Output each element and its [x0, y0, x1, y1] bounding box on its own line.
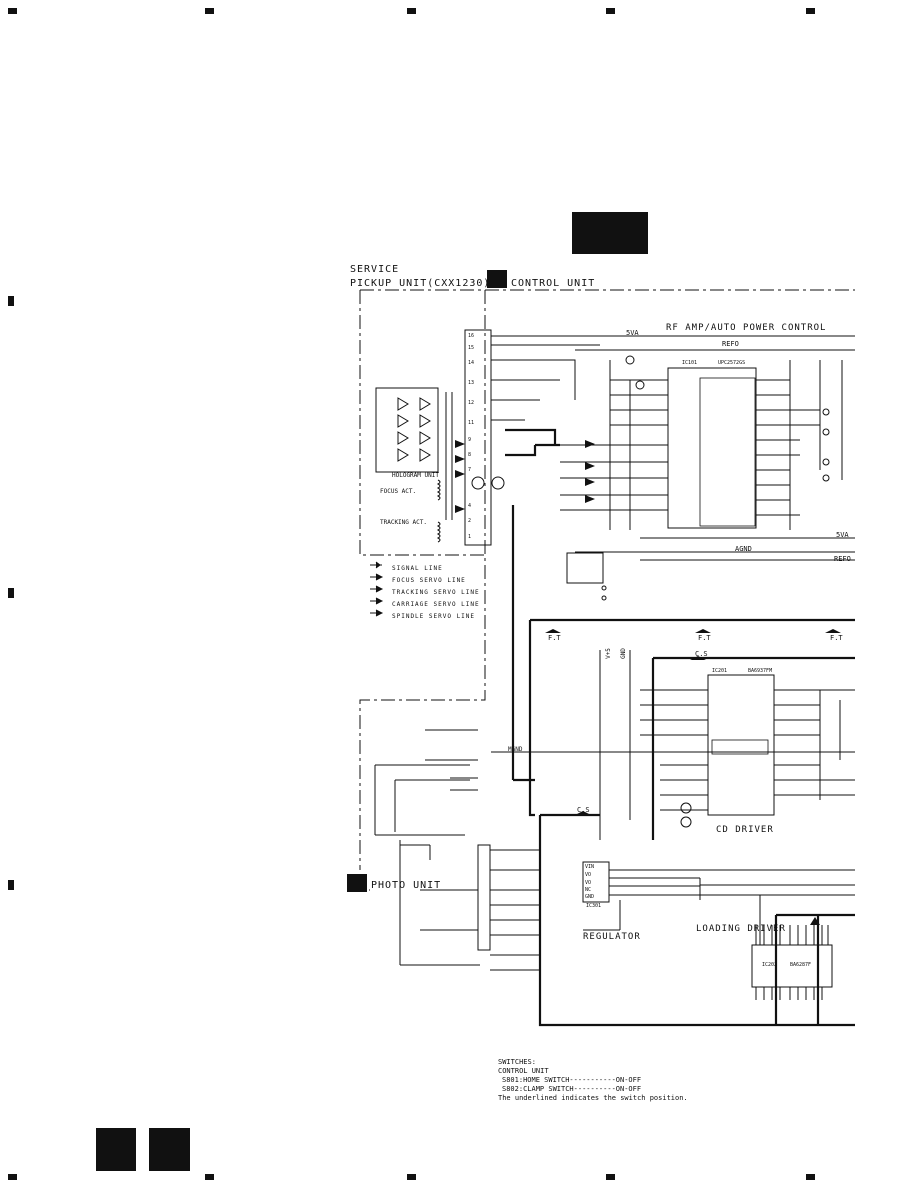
connector-pin: 9: [468, 437, 472, 443]
rail-label: 5VA: [626, 329, 639, 337]
registration-mark: [205, 1174, 214, 1180]
ic101-body: [667, 367, 757, 529]
regulator-pin: GND: [585, 894, 595, 900]
connector-pin: 2: [468, 518, 472, 524]
section-loading-driver: LOADING DRIVER: [696, 924, 786, 934]
ic201-ref: IC201: [712, 668, 728, 674]
tracking-act-label: TRACKING ACT.: [380, 519, 427, 526]
rail-label: V+5: [604, 648, 612, 659]
registration-mark: [606, 8, 615, 14]
regulator-pin: VO: [585, 872, 592, 878]
registration-mark: [407, 1174, 416, 1180]
ic101-part: UPC2572GS: [718, 360, 746, 366]
connector-pin: 8: [468, 452, 472, 458]
connector-pin: 12: [468, 400, 475, 406]
ic202-ref: IC202: [762, 962, 778, 968]
registration-mark: [8, 1174, 17, 1180]
registration-mark: [606, 1174, 615, 1180]
rail-label: REFO: [834, 555, 851, 563]
rail-label: 5VA: [836, 531, 849, 539]
bus-cs: [528, 620, 855, 1027]
switch-notes-unit: CONTROL UNIT: [498, 1067, 549, 1075]
rail-label: GND: [619, 648, 627, 659]
regulator-pin: VIN: [585, 864, 595, 870]
net-label-ft: F.T: [548, 634, 561, 642]
legend-focus: FOCUS SERVO LINE: [392, 577, 466, 584]
pickup-unit-border: [359, 290, 486, 870]
connector-cn101: [464, 329, 492, 546]
header-box: [572, 212, 648, 254]
net-label-ft: F.T: [830, 634, 843, 642]
switch-notes-s802: S802:CLAMP SWITCH----------ON-OFF: [502, 1085, 642, 1093]
title-photo-unit: PHOTO UNIT: [371, 880, 442, 891]
legend-signal: SIGNAL LINE: [392, 565, 443, 572]
switch-notes-s801: S801:HOME SWITCH-----------ON-OFF: [502, 1076, 642, 1084]
registration-mark: [8, 588, 14, 598]
title-pickup-unit: PICKUP UNIT(CXX1230): [350, 278, 491, 289]
unit-marker-a: [487, 270, 507, 288]
connector-pin: 11: [468, 420, 475, 426]
connector-pin: 16: [468, 333, 475, 339]
legend-spindle: SPINDLE SERVO LINE: [392, 613, 476, 620]
ic202-part: BA6287F: [790, 962, 812, 968]
ic101-ref: IC101: [682, 360, 698, 366]
bus-a: [505, 428, 560, 457]
unit-marker-b: [347, 874, 367, 892]
registration-mark: [8, 8, 17, 14]
rail-label: REFO: [722, 340, 739, 348]
regulator-pin: NC: [585, 887, 592, 893]
ic102-body: [566, 552, 604, 584]
connector-pin: 14: [468, 360, 475, 366]
hologram-unit-label: HOLOGRAM UNIT: [392, 472, 439, 479]
legend-carriage: CARRIAGE SERVO LINE: [392, 601, 480, 608]
rail-label: MGND: [508, 746, 523, 753]
ic201-body: [707, 674, 775, 816]
rail-label: AGND: [735, 545, 752, 553]
registration-mark: [407, 8, 416, 14]
registration-mark: [205, 8, 214, 14]
connector-pin: 1: [468, 534, 472, 540]
switch-notes-footnote: The underlined indicates the switch posi…: [498, 1094, 688, 1102]
net-label-cs: C.S: [577, 806, 590, 814]
registration-mark: [8, 296, 14, 306]
registration-mark: [8, 880, 14, 890]
connector-pin: 7: [468, 467, 472, 473]
legend-tracking: TRACKING SERVO LINE: [392, 589, 480, 596]
connector-cn801: [477, 844, 491, 951]
connector-pin: 4: [468, 503, 472, 509]
connector-pin: 13: [468, 380, 475, 386]
net-label-cs: C.S: [695, 650, 708, 658]
ic201-part: BA6937FM: [748, 668, 773, 674]
page-number-box: [149, 1128, 190, 1171]
connector-pin: 15: [468, 345, 475, 351]
ic301-body: [582, 861, 610, 903]
page-number-box: [96, 1128, 136, 1171]
net-label-ft: F.T: [698, 634, 711, 642]
registration-mark: [806, 8, 815, 14]
title-control-unit: CONTROL UNIT: [511, 278, 596, 289]
registration-mark: [806, 1174, 815, 1180]
regulator-pin: VO: [585, 880, 592, 886]
section-cd-driver: CD DRIVER: [716, 825, 774, 835]
title-service: SERVICE: [350, 264, 400, 275]
ic202-body: [751, 944, 833, 988]
focus-act-label: FOCUS ACT.: [380, 488, 417, 495]
section-rf-amp: RF AMP/AUTO POWER CONTROL: [666, 323, 827, 333]
section-regulator: REGULATOR: [583, 932, 641, 942]
switch-notes-title: SWITCHES:: [498, 1058, 536, 1066]
ic301-ref: IC301: [586, 903, 602, 909]
